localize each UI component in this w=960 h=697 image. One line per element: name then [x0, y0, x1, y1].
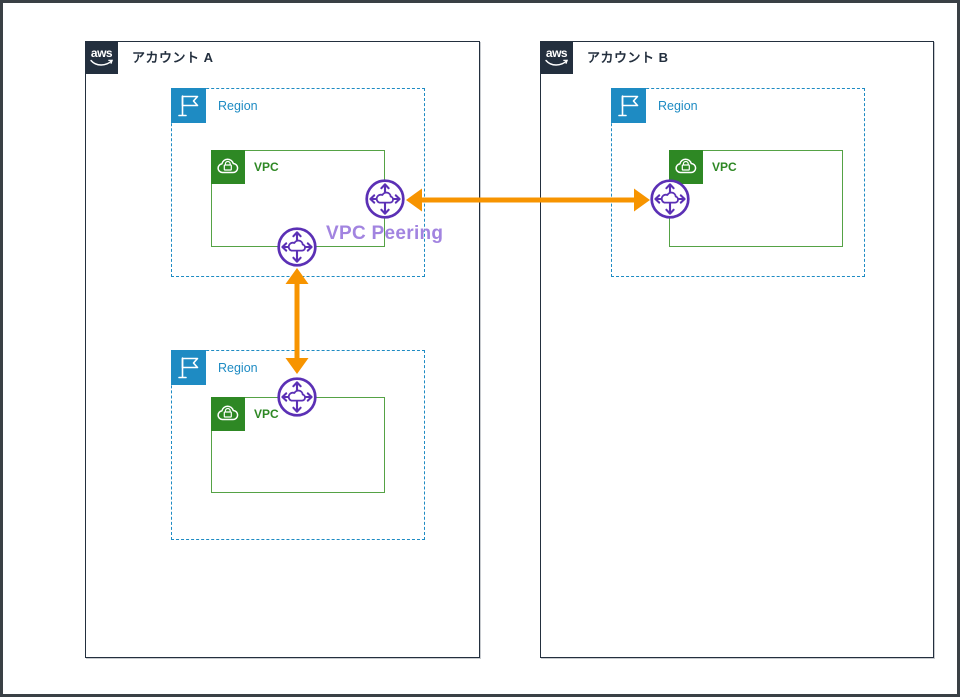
- vpc-cloud-lock-icon: [669, 150, 703, 184]
- vpc-peering-icon: [365, 179, 405, 219]
- aws-logo-icon: aws: [540, 41, 573, 74]
- vpc-peering-icon: [650, 179, 690, 219]
- region-flag-icon: [171, 350, 206, 385]
- aws-smile-icon: [89, 59, 113, 66]
- region-label: Region: [218, 99, 258, 113]
- vpc-peering-icon: [277, 227, 317, 267]
- vpc-peering-icon: [277, 377, 317, 417]
- vpc-peering-label: VPC Peering: [326, 223, 444, 244]
- vpc-label: VPC: [254, 407, 279, 421]
- aws-logo-icon: aws: [85, 41, 118, 74]
- region-flag-icon: [611, 88, 646, 123]
- vpc-box-b1: VPC: [669, 150, 843, 247]
- region-flag-icon: [171, 88, 206, 123]
- region-label: Region: [218, 361, 258, 375]
- vpc-cloud-lock-icon: [211, 150, 245, 184]
- account-a-label: アカウント A: [132, 50, 214, 65]
- account-a-container: aws アカウント A Region VPC: [85, 41, 480, 658]
- vpc-label: VPC: [254, 160, 279, 174]
- peering-arrow-vertical: [285, 268, 309, 374]
- region-box-b1: Region VPC: [611, 88, 865, 277]
- vpc-box-a2: VPC: [211, 397, 385, 493]
- region-label: Region: [658, 99, 698, 113]
- aws-smile-icon: [544, 59, 568, 66]
- peering-arrow-horizontal: [406, 188, 650, 212]
- account-b-container: aws アカウント B Region VPC: [540, 41, 934, 658]
- vpc-label: VPC: [712, 160, 737, 174]
- account-b-label: アカウント B: [587, 50, 669, 65]
- aws-logo-text: aws: [545, 45, 568, 60]
- aws-logo-text: aws: [90, 45, 113, 60]
- vpc-cloud-lock-icon: [211, 397, 245, 431]
